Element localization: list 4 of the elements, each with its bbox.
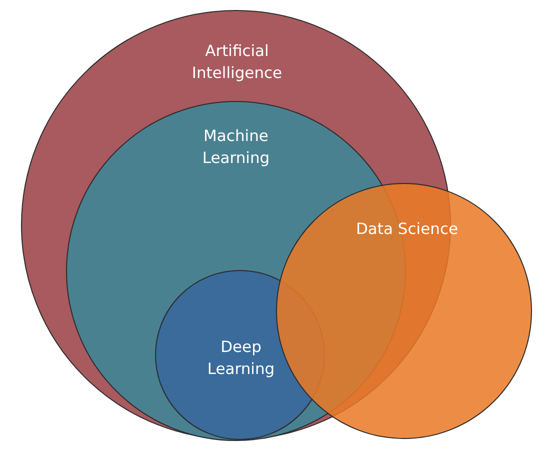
circle-label: Machine Learning — [201, 126, 271, 169]
circle-label: Deep Learning — [206, 337, 276, 380]
circle-label: Data Science — [354, 219, 460, 240]
circle-label: Artificial Intelligence — [190, 41, 284, 84]
